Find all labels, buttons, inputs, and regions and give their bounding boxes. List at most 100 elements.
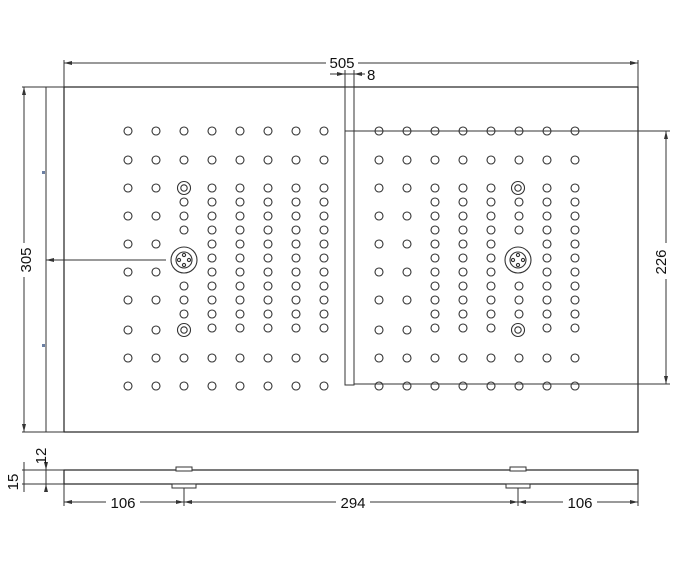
nozzle-hole xyxy=(319,253,329,263)
nozzle-hole xyxy=(179,126,189,136)
nozzle-hole xyxy=(430,197,440,207)
nozzle-hole xyxy=(235,309,245,319)
nozzle-hole xyxy=(235,323,245,333)
nozzle-hole xyxy=(179,281,189,291)
nozzle-hole xyxy=(514,155,524,165)
nozzle-hole xyxy=(291,295,301,305)
nozzle-hole xyxy=(123,239,133,249)
nozzle-hole xyxy=(570,253,580,263)
nozzle-hole xyxy=(458,267,468,277)
nozzle-hole xyxy=(207,225,217,235)
nozzle-hole xyxy=(123,295,133,305)
nozzle-hole xyxy=(123,267,133,277)
nozzle-hole xyxy=(263,353,273,363)
nozzle-hole xyxy=(458,381,468,391)
nozzle-hole xyxy=(542,239,552,249)
inlet-port xyxy=(181,252,187,258)
nozzle-hole xyxy=(319,381,329,391)
nozzle-hole xyxy=(570,155,580,165)
nozzle-hole xyxy=(151,295,161,305)
top-view: 505 8 305 xyxy=(17,54,670,433)
inlet-port xyxy=(510,257,516,263)
nozzle-hole xyxy=(374,267,384,277)
nozzle-hole xyxy=(263,183,273,193)
nozzle-hole xyxy=(430,267,440,277)
nozzle-hole xyxy=(514,197,524,207)
nozzle-hole xyxy=(207,323,217,333)
nozzle-hole xyxy=(179,309,189,319)
nozzle-hole xyxy=(207,183,217,193)
nozzle-hole xyxy=(402,155,412,165)
nozzle-hole xyxy=(291,126,301,136)
nozzle-hole xyxy=(151,325,161,335)
nozzle-hole xyxy=(542,281,552,291)
nozzle-hole xyxy=(319,309,329,319)
nozzle-hole xyxy=(486,183,496,193)
nozzle-hole xyxy=(542,323,552,333)
nozzle-hole xyxy=(291,253,301,263)
nozzle-hole xyxy=(486,309,496,319)
nozzle-hole xyxy=(151,211,161,221)
nozzle-hole xyxy=(207,295,217,305)
nozzle-hole xyxy=(151,353,161,363)
nozzle-hole xyxy=(123,325,133,335)
nozzle-hole xyxy=(374,381,384,391)
nozzle-hole xyxy=(514,281,524,291)
nozzle-hole xyxy=(374,183,384,193)
nozzle-hole xyxy=(374,295,384,305)
nozzle-hole xyxy=(486,295,496,305)
nozzle-hole xyxy=(570,309,580,319)
nozzle-hole xyxy=(430,281,440,291)
nozzle-hole xyxy=(151,381,161,391)
nozzle-hole xyxy=(151,239,161,249)
nozzle-hole xyxy=(374,239,384,249)
nozzle-hole xyxy=(263,323,273,333)
nozzle-hole xyxy=(542,197,552,207)
nozzle-hole xyxy=(207,155,217,165)
nozzle-hole xyxy=(430,309,440,319)
water-inlet-inner xyxy=(509,251,527,269)
inlet-port xyxy=(515,262,521,268)
nozzle-hole xyxy=(207,353,217,363)
nozzle-hole xyxy=(179,353,189,363)
nozzle-hole xyxy=(263,381,273,391)
nozzle-hole xyxy=(207,267,217,277)
nozzle-hole xyxy=(430,353,440,363)
nozzle-hole xyxy=(319,197,329,207)
nozzle-hole xyxy=(179,211,189,221)
nozzle-hole xyxy=(319,211,329,221)
mounting-boss-inner xyxy=(180,326,188,334)
nozzle-hole xyxy=(151,183,161,193)
nozzle-hole xyxy=(458,353,468,363)
dimension-overall-width: 505 xyxy=(63,54,639,87)
nozzle-hole xyxy=(486,267,496,277)
inlet-right xyxy=(509,466,527,472)
dim-spray-height-label: 226 xyxy=(653,249,670,274)
nozzle-hole xyxy=(235,281,245,291)
dimension-thickness: 12 15 xyxy=(5,431,64,492)
nozzle-hole xyxy=(291,281,301,291)
nozzle-hole xyxy=(458,239,468,249)
nozzle-hole xyxy=(151,267,161,277)
nozzle-hole xyxy=(542,267,552,277)
nozzle-hole xyxy=(374,325,384,335)
nozzle-hole xyxy=(486,211,496,221)
nozzle-hole xyxy=(430,155,440,165)
nozzle-hole xyxy=(458,295,468,305)
nozzle-hole xyxy=(263,267,273,277)
nozzle-hole xyxy=(235,381,245,391)
nozzle-hole xyxy=(263,155,273,165)
nozzle-hole xyxy=(319,295,329,305)
nozzle-hole xyxy=(374,155,384,165)
nozzle-hole xyxy=(319,281,329,291)
nozzle-hole xyxy=(319,225,329,235)
nozzle-hole xyxy=(570,211,580,221)
nozzle-hole xyxy=(514,309,524,319)
nozzle-hole xyxy=(430,225,440,235)
nozzle-hole xyxy=(486,281,496,291)
nozzle-hole xyxy=(430,183,440,193)
nozzle-hole xyxy=(291,309,301,319)
nozzle-hole xyxy=(542,225,552,235)
nozzle-hole xyxy=(235,253,245,263)
nozzle-hole xyxy=(486,225,496,235)
